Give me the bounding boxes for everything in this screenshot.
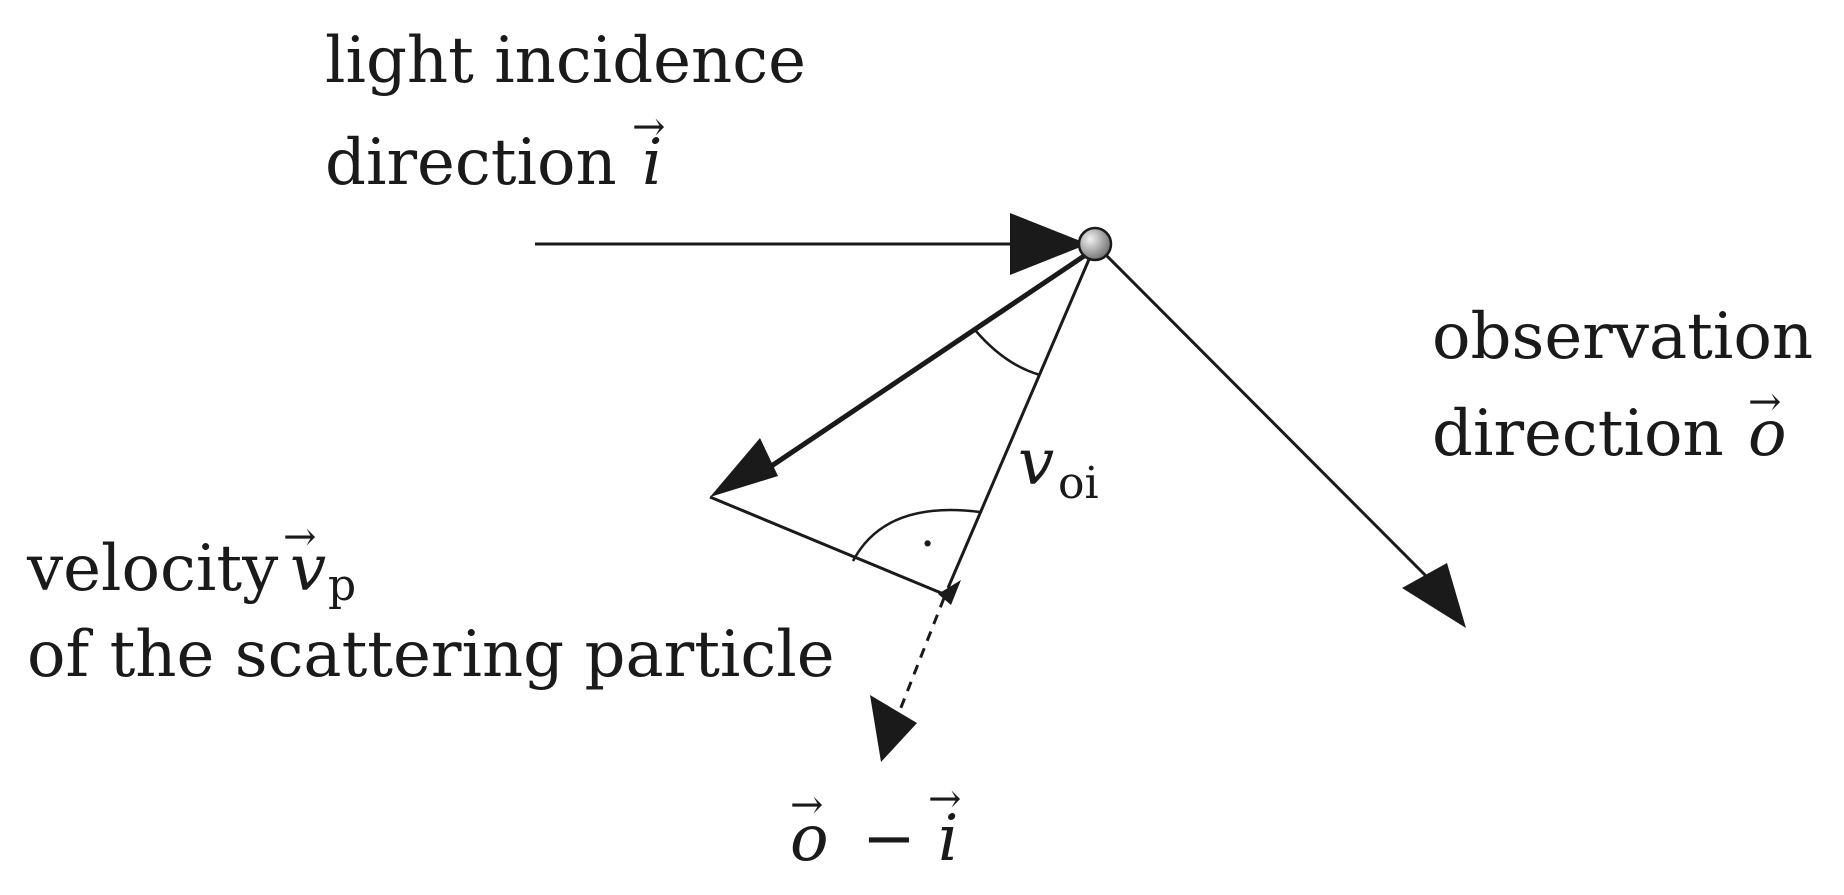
difference-o-symbol: o [790,802,829,876]
observation-label-line1: observation [1432,300,1813,374]
o-minus-i-dashed-arrowhead [870,695,917,762]
velocity-symbol: v [290,532,326,606]
difference-i-symbol: i [938,802,958,876]
velocity-label-line2: of the scattering particle [27,618,835,692]
incidence-arrowhead [1010,213,1088,275]
observation-ray [1093,242,1442,592]
velocity-subscript: p [328,560,356,611]
velocity-arrowhead [710,438,778,497]
incidence-label-line1: light incidence [325,24,806,98]
incidence-vector-arrow: → [632,104,666,150]
observation-label-line2: direction [1432,397,1724,471]
velocity-vector [768,247,1095,470]
scattering-particle [1077,226,1113,262]
velocity-vector-arrow: → [283,514,317,560]
difference-minus: − [862,802,916,876]
incidence-label-line2: direction [325,126,617,200]
observation-symbol: o [1748,397,1787,471]
velocity-label-word: velocity [26,532,278,606]
o-minus-i-line [946,249,1095,589]
difference-i-arrow: → [928,776,962,822]
right-angle-dot: · [920,516,935,572]
o-minus-i-dashed-extension [898,597,946,711]
observation-arrowhead [1402,563,1466,628]
right-angle-arc [851,508,981,562]
angle-arc [974,329,1041,377]
projection-line [709,495,947,597]
difference-o-arrow: → [790,782,824,828]
observation-vector-arrow: → [1748,379,1782,425]
angle-symbol: v [1018,426,1054,500]
angle-subscript: oi [1058,458,1099,509]
incidence-symbol: i [642,126,662,200]
